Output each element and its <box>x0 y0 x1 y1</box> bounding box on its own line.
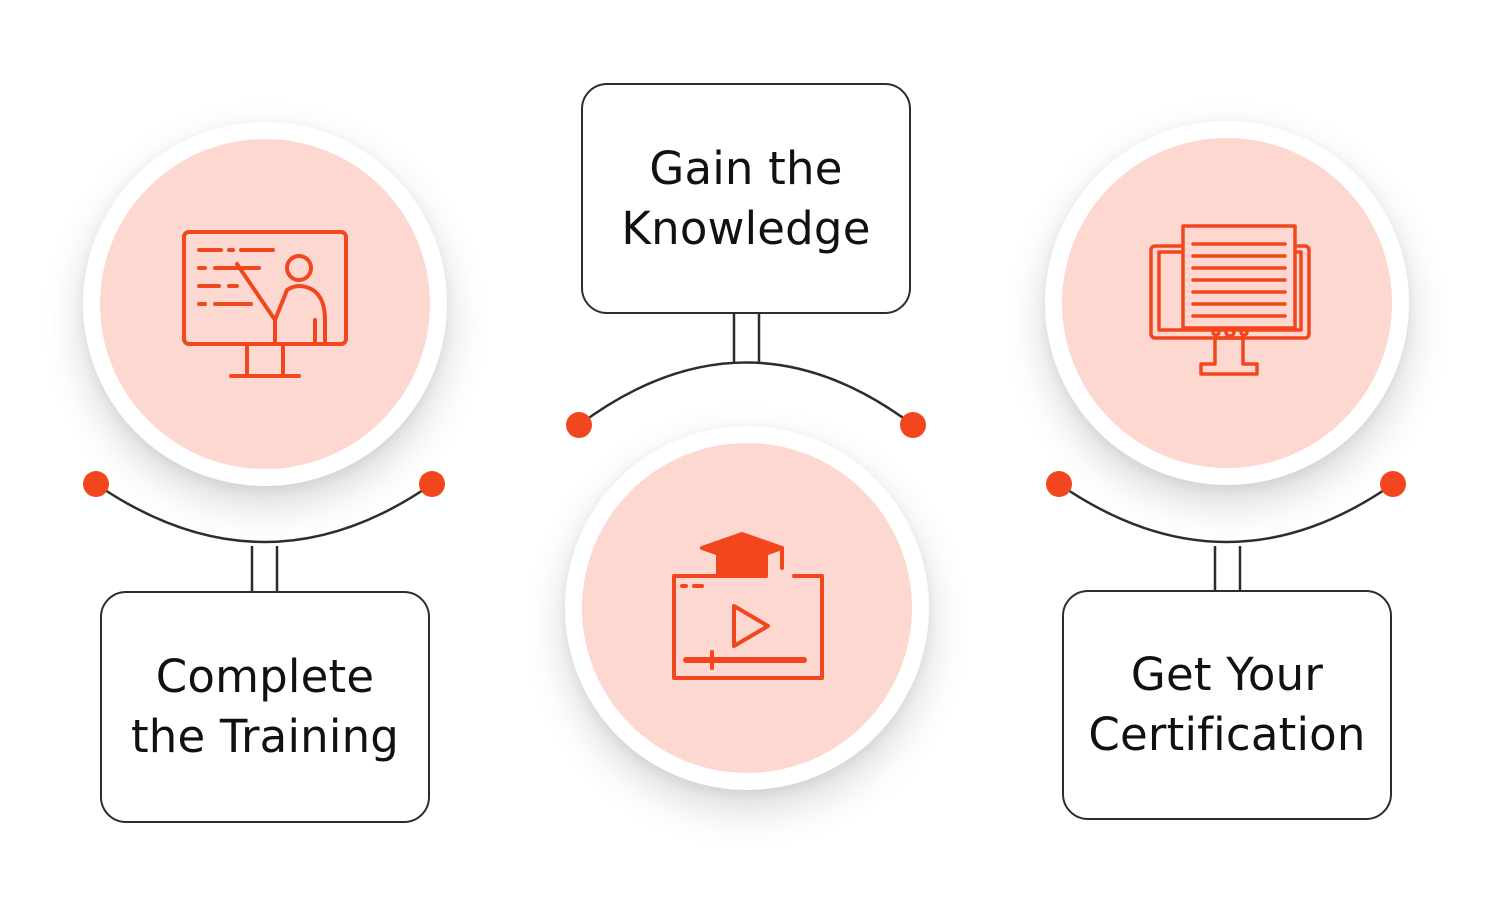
step-3-circle <box>1045 121 1409 485</box>
connector-dot-1-left <box>83 471 109 497</box>
step-2-label: Gain the Knowledge <box>621 141 871 255</box>
connector-dot-2-left <box>566 412 592 438</box>
connector-arc-3 <box>1058 482 1394 544</box>
step-1-circle <box>83 122 447 486</box>
connector-dot-1-right <box>419 471 445 497</box>
step-1-box: Complete the Training <box>100 591 430 823</box>
step-3-box: Get Your Certification <box>1062 590 1392 820</box>
step-2-box: Gain the Knowledge <box>581 83 911 314</box>
step-2-circle <box>565 426 929 790</box>
graduation-video-icon <box>672 532 824 680</box>
step-1-label: Complete the Training <box>130 650 400 763</box>
connector-arc-1 <box>95 482 433 544</box>
step-1-disc <box>100 139 430 469</box>
step-3-label: Get Your Certification <box>1088 648 1366 761</box>
step-3-disc <box>1062 138 1392 468</box>
certificate-monitor-icon <box>1149 224 1311 376</box>
connector-dot-3-right <box>1380 471 1406 497</box>
online-teaching-monitor-icon <box>182 230 348 378</box>
connector-arc-2 <box>578 361 914 427</box>
connector-dot-2-right <box>900 412 926 438</box>
connector-dot-3-left <box>1046 471 1072 497</box>
step-2-disc <box>582 443 912 773</box>
